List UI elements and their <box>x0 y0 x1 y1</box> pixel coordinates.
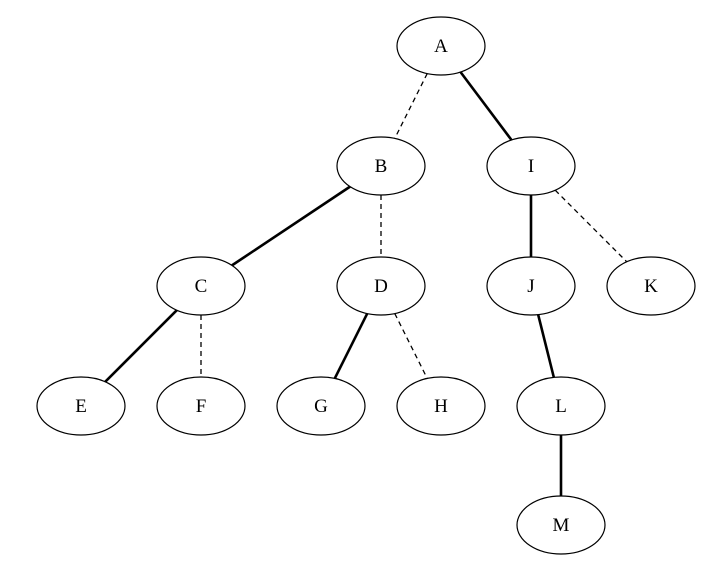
node-d: D <box>336 256 426 316</box>
node-label: D <box>374 276 388 297</box>
node-label: A <box>434 36 448 57</box>
node-l: L <box>516 376 606 436</box>
node-j: J <box>486 256 576 316</box>
node-k: K <box>606 256 696 316</box>
node-ellipse <box>396 16 486 76</box>
node-f: F <box>156 376 246 436</box>
node-label: C <box>195 276 208 297</box>
edge-i-k <box>554 189 628 263</box>
node-i: I <box>486 136 576 196</box>
node-label: J <box>527 276 534 297</box>
node-ellipse <box>336 136 426 196</box>
node-label: B <box>375 156 388 177</box>
node-a: A <box>396 16 486 76</box>
node-label: M <box>553 515 570 536</box>
edge-j-l <box>536 314 556 378</box>
edges-layer <box>104 71 628 496</box>
edge-d-g <box>333 312 369 380</box>
node-label: L <box>555 396 567 417</box>
node-ellipse <box>276 376 366 436</box>
node-ellipse <box>606 256 696 316</box>
node-b: B <box>336 136 426 196</box>
node-h: H <box>396 376 486 436</box>
node-c: C <box>156 256 246 316</box>
node-ellipse <box>516 495 606 555</box>
edge-d-h <box>394 313 428 379</box>
node-ellipse <box>336 256 426 316</box>
node-label: I <box>528 156 534 177</box>
node-ellipse <box>396 376 486 436</box>
node-ellipse <box>486 256 576 316</box>
node-m: M <box>516 495 606 555</box>
edge-c-e <box>104 309 178 383</box>
node-label: G <box>314 396 328 417</box>
node-ellipse <box>486 136 576 196</box>
node-g: G <box>276 376 366 436</box>
node-ellipse <box>36 376 126 436</box>
node-label: F <box>196 396 207 417</box>
node-label: H <box>434 396 448 417</box>
edge-a-i <box>459 71 513 141</box>
edge-a-b <box>394 73 428 139</box>
edge-b-c <box>231 185 351 267</box>
node-label: E <box>75 396 87 417</box>
node-label: K <box>644 276 658 297</box>
node-e: E <box>36 376 126 436</box>
nodes-layer: A B I C D J K E F G H L M <box>36 16 696 555</box>
node-ellipse <box>156 256 246 316</box>
node-ellipse <box>516 376 606 436</box>
node-ellipse <box>156 376 246 436</box>
